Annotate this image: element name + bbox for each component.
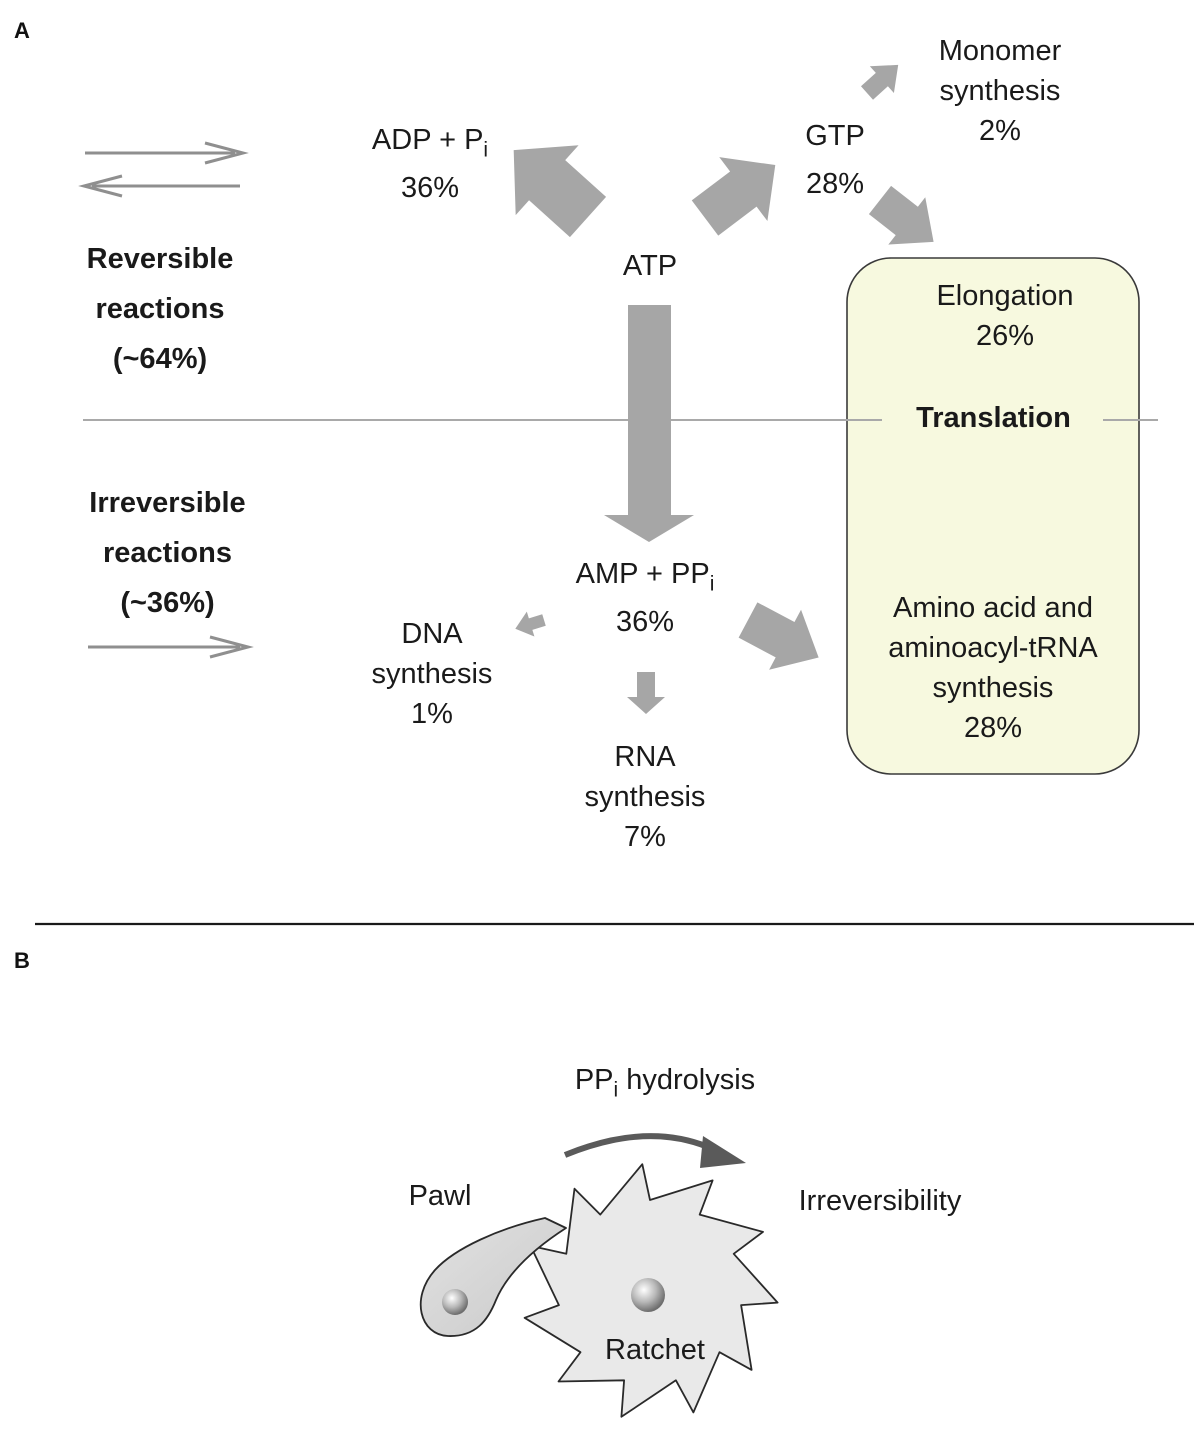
amp-to-amino-acid-arrow: [738, 602, 819, 670]
reversible-arrows-icon: [78, 141, 249, 198]
dna-synthesis-node: DNA synthesis 1%: [371, 618, 493, 730]
atp-node: ATP: [622, 250, 678, 282]
monomer-synthesis-node: Monomer synthesis 2%: [938, 35, 1062, 147]
pawl-label: Pawl: [408, 1180, 472, 1212]
gtp-to-elongation-arrow: [868, 185, 934, 245]
pawl-pin-icon: [442, 1289, 468, 1315]
hydrolysis-curved-arrow: [563, 1133, 717, 1158]
hydrolysis-arrowhead-icon: [700, 1136, 746, 1168]
reversible-reactions-label: Reversible reactions (~64%): [86, 243, 234, 375]
amp-to-rna-arrow: [627, 672, 665, 714]
amino-acid-synthesis-node: Amino acid and aminoacyl-tRNA synthesis …: [888, 592, 1098, 744]
atp-to-adp-arrow: [513, 145, 607, 238]
atp-to-gtp-arrow: [691, 157, 776, 236]
translation-box: [846, 257, 1140, 775]
adp-node: ADP + Pi 36%: [371, 124, 489, 204]
atp-to-amp-arrow: [604, 305, 694, 542]
irreversible-reactions-label: Irreversible reactions (~36%): [89, 487, 246, 619]
amp-to-dna-arrow: [515, 611, 546, 637]
irreversible-arrow-icon: [88, 635, 254, 659]
irreversibility-label: Irreversibility: [798, 1185, 962, 1217]
gtp-to-monomer-arrow: [860, 64, 899, 100]
elongation-node: Elongation 26%: [936, 280, 1074, 352]
ratchet-label: Ratchet: [605, 1334, 705, 1366]
ratchet-pin-icon: [631, 1278, 665, 1312]
translation-title: Translation: [916, 402, 1071, 434]
rna-synthesis-node: RNA synthesis 7%: [584, 741, 706, 853]
pp-hydrolysis-label: PPi hydrolysis: [574, 1064, 756, 1102]
panel-a-label: A: [14, 18, 30, 43]
amp-node: AMP + PPi 36%: [575, 558, 715, 638]
panel-b-label: B: [14, 948, 30, 973]
gtp-node: GTP 28%: [805, 120, 865, 200]
